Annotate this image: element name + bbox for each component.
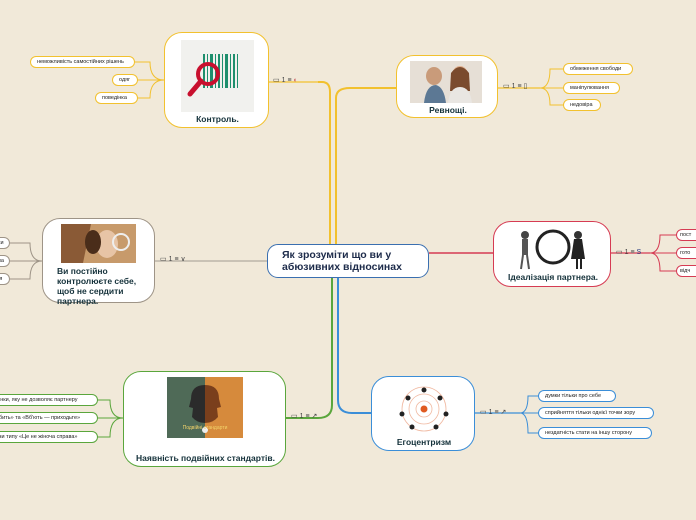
topic-jealousy[interactable]: Ревнощі.: [396, 55, 498, 118]
topic-selfcontrol[interactable]: Ви постійно контролюєте себе, щоб не сер…: [42, 218, 155, 306]
topic-selfcontrol-label: Ви постійно контролюєте себе, щоб не сер…: [57, 266, 137, 306]
notes-icon: ≡: [517, 83, 522, 90]
leaf-egocentrism-0[interactable]: думки тільки про себе: [538, 390, 616, 402]
topic-selfcontrol-count[interactable]: ▭ 1 ≡ ∨: [160, 256, 186, 263]
notes-icon: ≡: [305, 413, 310, 420]
central-topic-title: Як зрозуміти що ви у абюзивних відносина…: [282, 249, 402, 273]
topic-control[interactable]: Контроль.: [164, 32, 269, 128]
magnifier-barcode-image: [181, 40, 254, 112]
topic-doublestandards[interactable]: Подвійні стандарти Наявність подвійних с…: [123, 371, 286, 467]
leaf-idealization-0[interactable]: пост: [676, 229, 696, 241]
couple-photo-image: [410, 61, 482, 103]
link-icon[interactable]: ↗: [500, 409, 507, 416]
central-topic[interactable]: Як зрозуміти що ви у абюзивних відносина…: [267, 244, 429, 278]
topic-jealousy-label: Ревнощі.: [429, 105, 467, 115]
collapse-icon[interactable]: ▯: [523, 83, 528, 90]
leaf-control-2[interactable]: поведінка: [95, 92, 138, 104]
leaf-idealization-1[interactable]: гото: [676, 247, 696, 259]
topic-egocentrism-count[interactable]: ▭ 1 ≡ ↗: [480, 409, 507, 416]
collapse-icon[interactable]: ◐: [293, 77, 298, 84]
notes-icon: ≡: [630, 249, 635, 256]
comment-icon: ▭: [160, 256, 167, 263]
topic-egocentrism[interactable]: Егоцентризм: [371, 376, 475, 451]
notes-icon: ≡: [287, 77, 292, 84]
comment-icon: ▭: [503, 83, 510, 90]
comment-icon: ▭: [616, 249, 623, 256]
leaf-control-0[interactable]: неможливість самостійних рішень: [30, 56, 135, 68]
collapse-icon[interactable]: S: [636, 249, 642, 256]
leaf-egocentrism-1[interactable]: сприйняття тільки однієї точки зору: [538, 407, 654, 419]
leaf-egocentrism-2[interactable]: нездатність стати на іншу сторону: [538, 427, 652, 439]
leaf-control-1[interactable]: одяг: [112, 74, 138, 86]
leaf-idealization-2[interactable]: відч: [676, 265, 696, 277]
couple-silhouette-image: [515, 227, 591, 271]
image-caption: Подвійні стандарти: [182, 425, 228, 431]
topic-doublestandards-count[interactable]: ▭ 1 ≡ ↗: [291, 413, 318, 420]
two-faces-image: Подвійні стандарти: [167, 377, 243, 438]
leaf-selfcontrol-2[interactable]: ція: [0, 273, 10, 285]
woman-portrait-image: [61, 224, 136, 263]
topic-idealization-label: Ідеалізація партнера.: [508, 272, 598, 282]
leaf-doublestandards-1[interactable]: бить» та «Вб'ють — приходьте»: [0, 412, 98, 424]
topic-control-count[interactable]: ▭ 1 ≡ ◐: [273, 77, 298, 84]
topic-jealousy-count[interactable]: ▭ 1 ≡ ▯: [503, 83, 528, 90]
link-icon[interactable]: ↗: [311, 413, 318, 420]
topic-egocentrism-label: Егоцентризм: [396, 437, 452, 447]
notes-icon: ≡: [174, 256, 179, 263]
leaf-jealousy-0[interactable]: обмеження свободи: [563, 63, 633, 75]
comment-icon: ▭: [291, 413, 298, 420]
leaf-selfcontrol-0[interactable]: ухи: [0, 237, 10, 249]
leaf-doublestandards-0[interactable]: інки, яку не дозволяє партнеру: [0, 394, 98, 406]
notes-icon: ≡: [494, 409, 499, 416]
collapse-icon[interactable]: ∨: [180, 256, 186, 263]
people-network-image: [386, 382, 462, 435]
comment-icon: ▭: [273, 77, 280, 84]
comment-icon: ▭: [480, 409, 487, 416]
topic-idealization-count[interactable]: ▭ 1 ≡ S: [616, 249, 642, 256]
topic-control-label: Контроль.: [196, 114, 239, 124]
leaf-jealousy-2[interactable]: недовіра: [563, 99, 601, 111]
leaf-selfcontrol-1[interactable]: ова: [0, 255, 10, 267]
leaf-jealousy-1[interactable]: маніпулювання: [563, 82, 620, 94]
leaf-doublestandards-2[interactable]: зи типу «Це не жіноча справа»: [0, 431, 98, 443]
topic-idealization[interactable]: Ідеалізація партнера.: [493, 221, 611, 287]
topic-doublestandards-label: Наявність подвійних стандартів.: [136, 453, 275, 463]
